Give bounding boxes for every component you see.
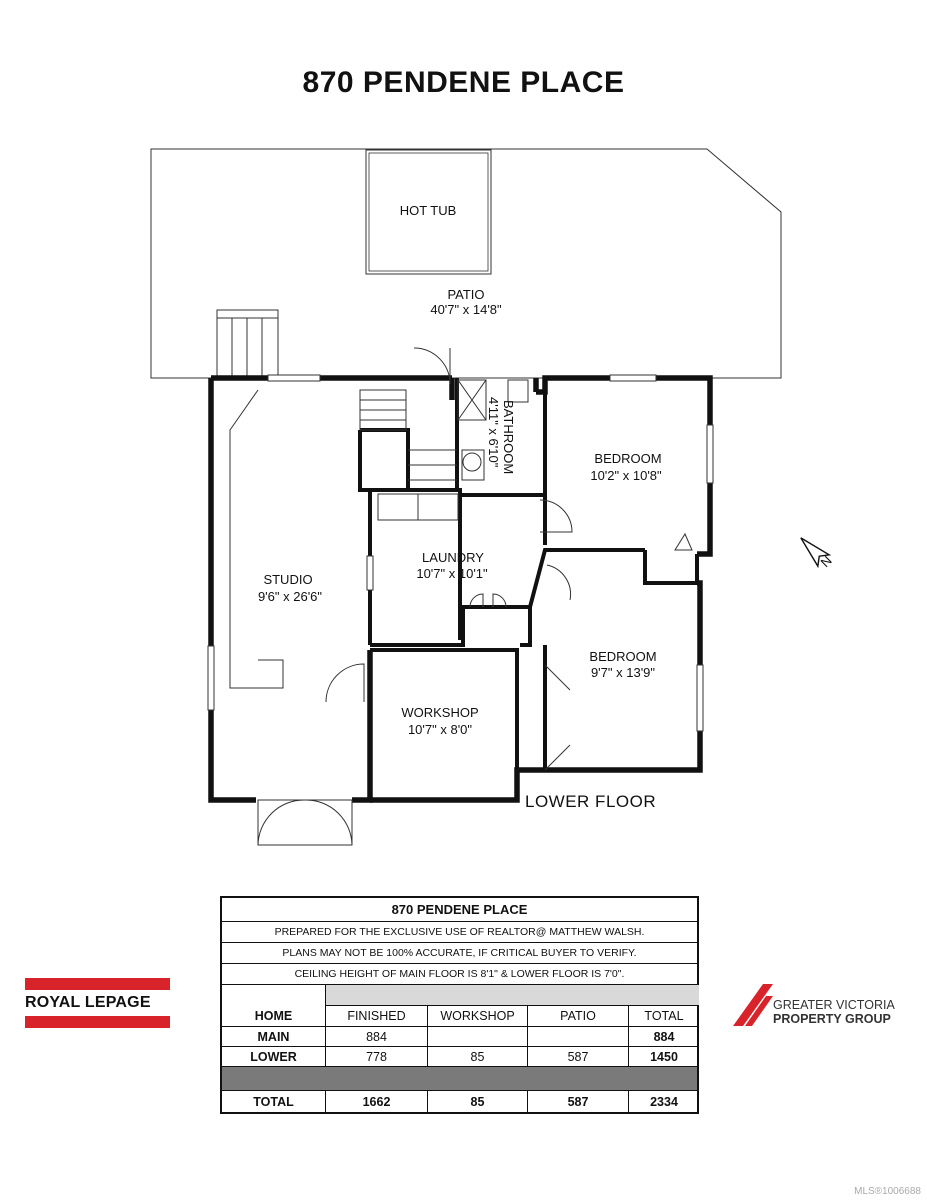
bedroom-2-label: BEDROOM [589, 649, 656, 664]
patio-outline [150, 148, 782, 379]
table-cell: 85 [428, 1047, 528, 1066]
table-header: HOME [222, 1006, 326, 1026]
table-total-row: TOTAL 1662 85 587 2334 [222, 1091, 697, 1112]
hot-tub-inner [368, 152, 489, 272]
greater-victoria-logo: GREATER VICTORIA PROPERTY GROUP [733, 984, 903, 1028]
indoor-stairs [359, 389, 457, 481]
windows [207, 374, 714, 732]
table-note: CEILING HEIGHT OF MAIN FLOOR IS 8'1" & L… [222, 964, 697, 985]
laundry-label: LAUNDRY [422, 550, 484, 565]
bathroom-dims: 4'11" x 6'10" [486, 397, 501, 468]
table-header-row: HOME FINISHED WORKSHOP PATIO TOTAL [222, 1006, 697, 1027]
compass-arrow [800, 537, 832, 569]
gv-line1: GREATER VICTORIA [773, 998, 895, 1012]
table-cell: 587 [528, 1091, 629, 1112]
royal-lepage-logo: ROYAL LEPAGE [25, 978, 170, 1028]
table-cell: 85 [428, 1091, 528, 1112]
royal-lepage-bars [25, 978, 170, 1028]
workshop-dims: 10'7" x 8'0" [408, 722, 472, 737]
gv-mark-icon [733, 984, 773, 1026]
table-header: TOTAL [644, 1009, 684, 1023]
royal-lepage-text: ROYAL LEPAGE [25, 993, 170, 1013]
bathroom-label: BATHROOM [501, 400, 516, 474]
table-note: PREPARED FOR THE EXCLUSIVE USE OF REALTO… [222, 922, 697, 943]
table-cell [528, 1027, 629, 1046]
bedroom-1-dims: 10'2" x 10'8" [590, 468, 662, 483]
studio-dims: 9'6" x 26'6" [258, 589, 322, 604]
table-header: PATIO [528, 1006, 629, 1026]
hot-tub [365, 149, 492, 275]
page-title: 870 PENDENE PLACE [302, 66, 625, 99]
bathroom-fixtures [457, 379, 529, 481]
table-header: WORKSHOP [428, 1006, 528, 1026]
table-cell: 2334 [650, 1094, 678, 1109]
laundry-dims: 10'7" x 10'1" [416, 566, 488, 581]
table-spacer-row [222, 985, 699, 1006]
patio-label: PATIO [447, 287, 484, 302]
hot-tub-label: HOT TUB [400, 203, 457, 218]
outdoor-stairs [216, 309, 279, 379]
table-note: PLANS MAY NOT BE 100% ACCURATE, IF CRITI… [222, 943, 697, 964]
table-header: FINISHED [326, 1006, 428, 1026]
table-cell: TOTAL [222, 1091, 326, 1112]
gv-line2: PROPERTY GROUP [773, 1012, 891, 1026]
table-cell: 884 [326, 1027, 428, 1046]
table-cell: LOWER [222, 1047, 326, 1066]
studio-counter [229, 389, 284, 689]
table-title: 870 PENDENE PLACE [222, 898, 697, 922]
bedroom-1-label: BEDROOM [594, 451, 661, 466]
workshop-label: WORKSHOP [401, 705, 478, 720]
table-row: LOWER 778 85 587 1450 [222, 1047, 697, 1067]
info-table: 870 PENDENE PLACE PREPARED FOR THE EXCLU… [220, 896, 699, 1114]
shaded-band [326, 985, 699, 1006]
table-cell: 587 [528, 1047, 629, 1066]
table-cell: 884 [653, 1029, 675, 1044]
table-cell [428, 1027, 528, 1046]
laundry-appliances [377, 493, 459, 521]
table-cell: MAIN [222, 1027, 326, 1046]
table-row: MAIN 884 884 [222, 1027, 697, 1047]
dark-band [222, 1067, 697, 1091]
table-cell: 1450 [650, 1049, 678, 1064]
patio-dims: 40'7" x 14'8" [430, 302, 502, 317]
floor-plan: N HOT TUB PATIO 40'7" x 14'8" BATHROOM 4… [150, 148, 835, 846]
doors [257, 347, 693, 846]
table-cell: 1662 [326, 1091, 428, 1112]
mls-watermark: MLS®1006688 [854, 1186, 921, 1197]
studio-label: STUDIO [263, 572, 312, 587]
table-cell: 778 [326, 1047, 428, 1066]
bedroom-2-dims: 9'7" x 13'9" [591, 665, 655, 680]
floor-label: LOWER FLOOR [525, 792, 657, 811]
